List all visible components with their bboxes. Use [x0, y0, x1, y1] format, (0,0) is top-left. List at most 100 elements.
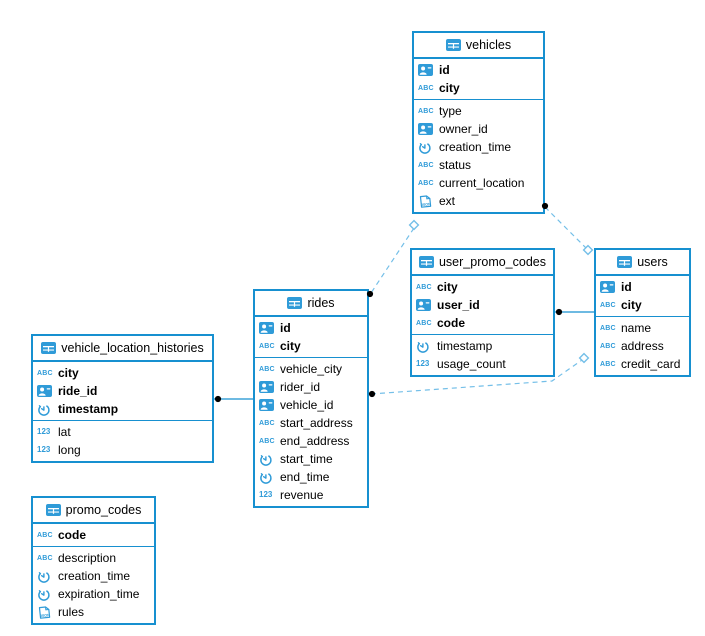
column-row: start_time — [255, 450, 367, 468]
table-header[interactable]: vehicles — [414, 33, 543, 59]
clock-icon — [37, 570, 55, 583]
column-name: user_id — [437, 298, 480, 312]
table-icon — [418, 256, 434, 268]
column-row: rider_id — [255, 378, 367, 396]
table-header[interactable]: promo_codes — [33, 498, 154, 524]
table-header[interactable]: users — [596, 250, 689, 276]
column-name: credit_card — [621, 357, 681, 371]
column-row: timestamp — [33, 400, 212, 418]
column-name: lat — [58, 425, 71, 439]
column-row: 123 usage_count — [412, 355, 553, 373]
column-row: ABC address — [596, 337, 689, 355]
clock-icon — [418, 141, 436, 154]
json-doc-icon: JSON — [418, 194, 436, 208]
clock-icon — [416, 340, 434, 353]
cardinality-diamond-marker — [582, 244, 594, 256]
column-name: id — [439, 63, 450, 77]
column-name: expiration_time — [58, 587, 140, 601]
column-name: code — [437, 316, 466, 330]
table-header[interactable]: vehicle_location_histories — [33, 336, 212, 362]
column-name: timestamp — [437, 339, 493, 353]
table-header[interactable]: user_promo_codes — [412, 250, 553, 276]
id-badge-icon — [259, 322, 277, 334]
number-123-icon: 123 — [416, 359, 430, 368]
table-name: vehicle_location_histories — [61, 340, 204, 355]
column-row: ABC city — [33, 364, 212, 382]
clock-icon — [259, 453, 277, 466]
text-abc-icon: ABC — [418, 84, 434, 92]
column-name: city — [58, 366, 79, 380]
column-row: user_id — [412, 296, 553, 314]
text-abc-icon: ABC — [418, 161, 434, 169]
column-name: rules — [58, 605, 85, 619]
column-name: city — [280, 339, 301, 353]
text-abc-icon: ABC — [418, 179, 434, 187]
cardinality-diamond-marker — [408, 219, 420, 231]
svg-text:JSON: JSON — [421, 202, 432, 207]
column-name: type — [439, 104, 462, 118]
text-abc-icon: ABC — [600, 301, 616, 309]
text-abc-icon: ABC — [259, 365, 275, 373]
text-abc-icon: ABC — [416, 319, 432, 327]
number-123-icon: 123 — [259, 490, 273, 499]
text-abc-icon: ABC — [600, 342, 616, 350]
column-row: ABC code — [412, 314, 553, 332]
table-icon — [445, 39, 461, 51]
number-123-icon: 123 — [37, 445, 51, 454]
column-name: code — [58, 528, 87, 542]
column-name: vehicle_city — [280, 362, 343, 376]
cardinality-dot-marker — [368, 390, 376, 398]
primary-key-section: ABC city ride_id timestamp — [33, 362, 212, 420]
column-name: creation_time — [439, 140, 512, 154]
column-name: revenue — [280, 488, 324, 502]
table-name: user_promo_codes — [438, 254, 546, 269]
text-abc-icon: ABC — [416, 283, 432, 291]
column-row: creation_time — [414, 138, 543, 156]
column-row: vehicle_id — [255, 396, 367, 414]
id-badge-icon — [259, 399, 277, 411]
text-abc-icon: ABC — [259, 342, 275, 350]
column-row: ABC code — [33, 526, 154, 544]
table-name: vehicles — [465, 37, 512, 52]
number-123-icon: 123 — [37, 427, 51, 436]
column-name: timestamp — [58, 402, 119, 416]
column-name: usage_count — [437, 357, 506, 371]
column-name: vehicle_id — [280, 398, 334, 412]
column-row: end_time — [255, 468, 367, 486]
column-row: ride_id — [33, 382, 212, 400]
erd-table-vehicle_location_histories[interactable]: vehicle_location_histories ABC city ride_i… — [31, 334, 214, 463]
column-name: creation_time — [58, 569, 131, 583]
column-name: name — [621, 321, 652, 335]
text-abc-icon: ABC — [37, 369, 53, 377]
table-header[interactable]: rides — [255, 291, 367, 317]
text-abc-icon: ABC — [37, 531, 53, 539]
column-name: address — [621, 339, 664, 353]
id-badge-icon — [600, 281, 618, 293]
column-row: id — [255, 319, 367, 337]
relation-line-vehicles-rides — [370, 227, 415, 294]
